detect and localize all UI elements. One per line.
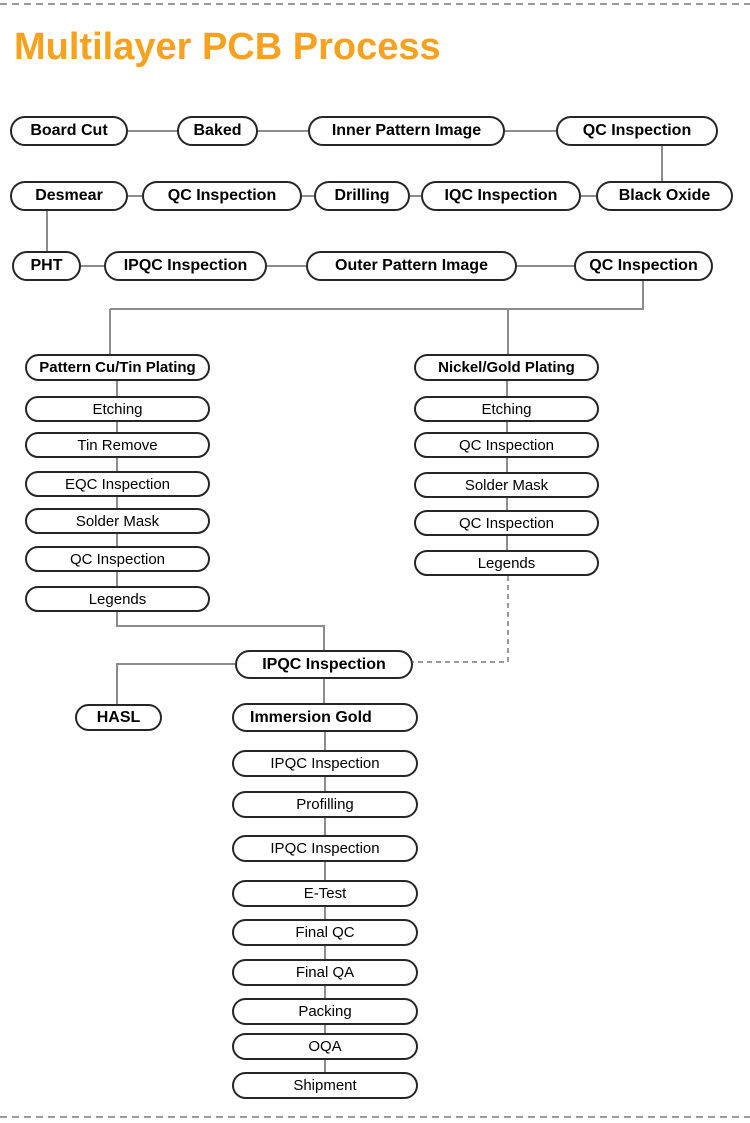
node-qc-inspection-3: QC Inspection — [574, 251, 713, 281]
node-final-qa: Final QA — [232, 959, 418, 986]
node-etching-right: Etching — [414, 396, 599, 422]
node-immersion-gold: Immersion Gold — [232, 703, 418, 732]
node-tin-remove: Tin Remove — [25, 432, 210, 458]
node-ipqc-inspection-merge: IPQC Inspection — [235, 650, 413, 679]
node-solder-mask-right: Solder Mask — [414, 472, 599, 498]
node-e-test: E-Test — [232, 880, 418, 907]
node-outer-pattern-image: Outer Pattern Image — [306, 251, 517, 281]
node-qc-inspection-1: QC Inspection — [556, 116, 718, 146]
node-nickel-gold-plating: Nickel/Gold Plating — [414, 354, 599, 381]
dashed-connector-right-legends-to-merge — [413, 576, 509, 663]
node-solder-mask-left: Solder Mask — [25, 508, 210, 534]
node-black-oxide: Black Oxide — [596, 181, 733, 211]
node-inner-pattern-image: Inner Pattern Image — [308, 116, 505, 146]
node-eqc-inspection: EQC Inspection — [25, 471, 210, 497]
node-profilling: Profilling — [232, 791, 418, 818]
node-legends-left: Legends — [25, 586, 210, 612]
node-qc-inspection-right-1: QC Inspection — [414, 432, 599, 458]
page-title: Multilayer PCB Process — [14, 26, 441, 68]
node-final-qc: Final QC — [232, 919, 418, 946]
node-ipqc-inspection-3: IPQC Inspection — [232, 835, 418, 862]
node-packing: Packing — [232, 998, 418, 1025]
node-ipqc-inspection-1: IPQC Inspection — [104, 251, 267, 281]
node-legends-right: Legends — [414, 550, 599, 576]
node-etching-left: Etching — [25, 396, 210, 422]
node-qc-inspection-2: QC Inspection — [142, 181, 302, 211]
node-desmear: Desmear — [10, 181, 128, 211]
node-iqc-inspection: IQC Inspection — [421, 181, 581, 211]
node-board-cut: Board Cut — [10, 116, 128, 146]
node-qc-inspection-right-2: QC Inspection — [414, 510, 599, 536]
node-pht: PHT — [12, 251, 81, 281]
node-hasl: HASL — [75, 704, 162, 731]
node-shipment: Shipment — [232, 1072, 418, 1099]
node-ipqc-inspection-2: IPQC Inspection — [232, 750, 418, 777]
node-pattern-cu-tin-plating: Pattern Cu/Tin Plating — [25, 354, 210, 381]
node-qc-inspection-left: QC Inspection — [25, 546, 210, 572]
node-drilling: Drilling — [314, 181, 410, 211]
node-baked: Baked — [177, 116, 258, 146]
node-oqa: OQA — [232, 1033, 418, 1060]
